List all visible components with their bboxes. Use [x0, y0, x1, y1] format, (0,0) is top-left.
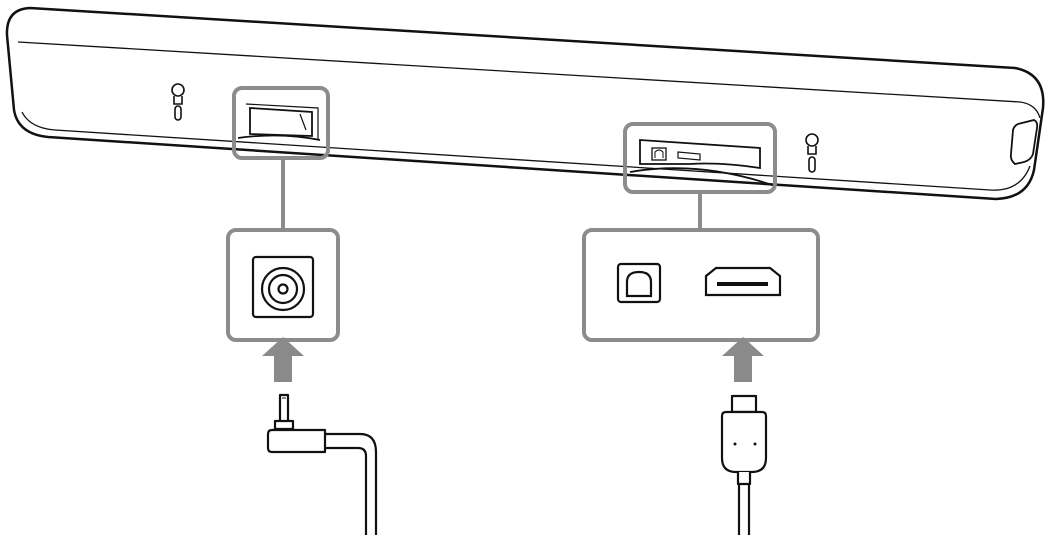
up-arrow-icon	[262, 337, 304, 382]
hdmi-plug-icon	[720, 394, 768, 535]
dc-power-jack-icon	[251, 255, 315, 319]
callout-inputs	[582, 122, 820, 342]
callout-frame-large	[582, 228, 820, 342]
optical-input-icon	[616, 262, 662, 304]
keyhole-icon	[171, 83, 185, 121]
power-port-recess	[237, 103, 321, 141]
keyhole-icon	[805, 133, 819, 173]
soundbar-end-cap	[1009, 119, 1039, 165]
dc-power-plug-icon	[266, 393, 378, 535]
soundbar-body	[5, 6, 1045, 201]
hdmi-port-icon	[704, 266, 782, 297]
up-arrow-icon	[722, 337, 764, 382]
input-port-recess	[629, 139, 776, 187]
